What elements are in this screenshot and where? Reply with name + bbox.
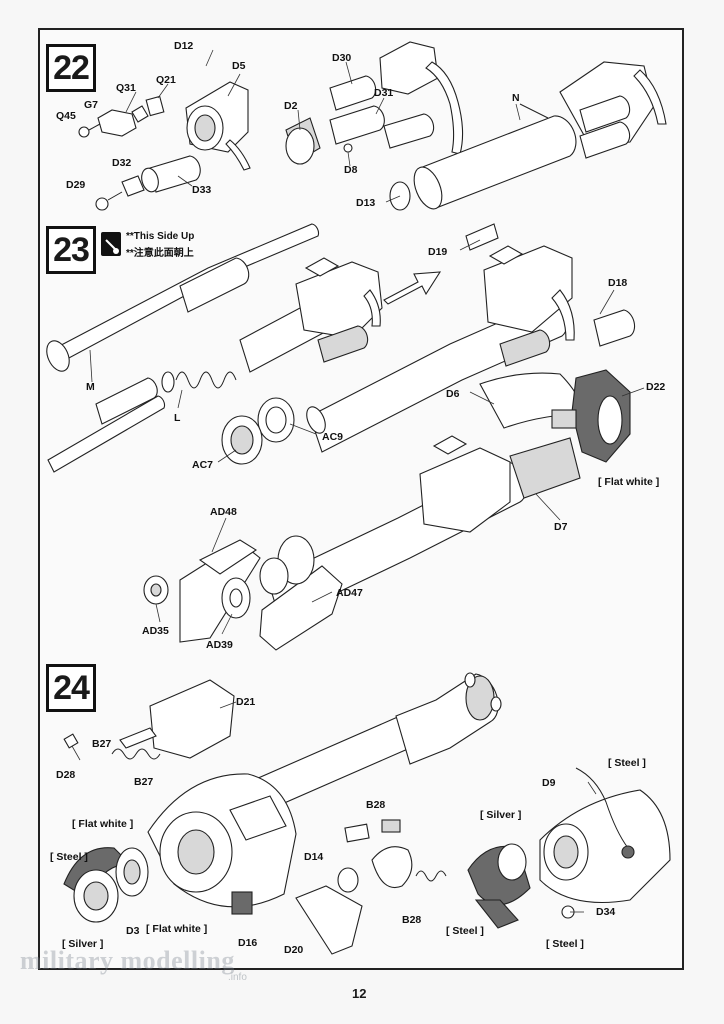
part-label: AC7 bbox=[192, 459, 214, 471]
part-label: D5 bbox=[232, 60, 246, 72]
part-label: B27 bbox=[92, 738, 112, 750]
step-22-number: 22 bbox=[46, 44, 96, 92]
leader-lines bbox=[71, 49, 645, 913]
part-label: D32 bbox=[112, 157, 132, 169]
part-label: G7 bbox=[84, 99, 99, 111]
paint-callout: [ Flat white ] bbox=[598, 476, 660, 488]
part-label: D9 bbox=[542, 777, 556, 789]
part-label: D29 bbox=[66, 179, 86, 191]
part-label: B27 bbox=[134, 776, 154, 788]
part-label: B28 bbox=[402, 914, 422, 926]
step-23-drawing bbox=[46, 223, 636, 651]
paint-callout: [ Silver ] bbox=[480, 809, 522, 821]
step-23-number: 23 bbox=[46, 226, 96, 274]
part-label: D19 bbox=[428, 246, 448, 258]
part-label: Q45 bbox=[56, 110, 76, 122]
paint-callout: [ Silver ] bbox=[62, 938, 104, 950]
part-label: L bbox=[174, 412, 181, 424]
page-number: 12 bbox=[352, 986, 367, 1001]
part-label: AC9 bbox=[322, 431, 344, 443]
part-label: AD48 bbox=[210, 506, 237, 518]
step-24-number: 24 bbox=[46, 664, 96, 712]
part-label: D33 bbox=[192, 184, 212, 196]
part-label: D2 bbox=[284, 100, 298, 112]
watermark-suffix: .info bbox=[228, 972, 247, 983]
part-label: AD35 bbox=[142, 625, 169, 637]
part-label: D34 bbox=[596, 906, 616, 918]
part-label: D8 bbox=[344, 164, 358, 176]
side-up-icon bbox=[101, 232, 121, 256]
part-label: D28 bbox=[56, 769, 76, 781]
paint-callout: [ Steel ] bbox=[546, 938, 584, 950]
part-label: D21 bbox=[236, 696, 256, 708]
side-up-note-zh: **注意此面朝上 bbox=[126, 248, 194, 259]
side-up-note-en: **This Side Up bbox=[126, 231, 195, 242]
step-22-drawing bbox=[78, 41, 667, 211]
part-label: D6 bbox=[446, 388, 460, 400]
part-label: D12 bbox=[174, 40, 194, 52]
part-label: Q31 bbox=[116, 82, 136, 94]
paint-callout: [ Flat white ] bbox=[72, 818, 134, 830]
paint-callout: [ Steel ] bbox=[608, 757, 646, 769]
part-label: D30 bbox=[332, 52, 352, 64]
step-24-drawing bbox=[63, 672, 671, 955]
paint-callout: [ Steel ] bbox=[50, 851, 88, 863]
paint-callout: [ Flat white ] bbox=[146, 923, 208, 935]
part-label: Q21 bbox=[156, 74, 176, 86]
part-label: D16 bbox=[238, 937, 258, 949]
part-label: D31 bbox=[374, 87, 394, 99]
part-label: M bbox=[86, 381, 95, 393]
part-label: AD39 bbox=[206, 639, 233, 651]
part-label: D20 bbox=[284, 944, 304, 956]
watermark: military modelling bbox=[20, 946, 235, 975]
part-label: D7 bbox=[554, 521, 568, 533]
part-label: D18 bbox=[608, 277, 628, 289]
part-label: D22 bbox=[646, 381, 666, 393]
part-label: D13 bbox=[356, 197, 376, 209]
part-label: D14 bbox=[304, 851, 324, 863]
part-label: N bbox=[512, 92, 520, 104]
part-label: B28 bbox=[366, 799, 386, 811]
paint-callout: [ Steel ] bbox=[446, 925, 484, 937]
part-label: AD47 bbox=[336, 587, 363, 599]
part-label: D3 bbox=[126, 925, 140, 937]
